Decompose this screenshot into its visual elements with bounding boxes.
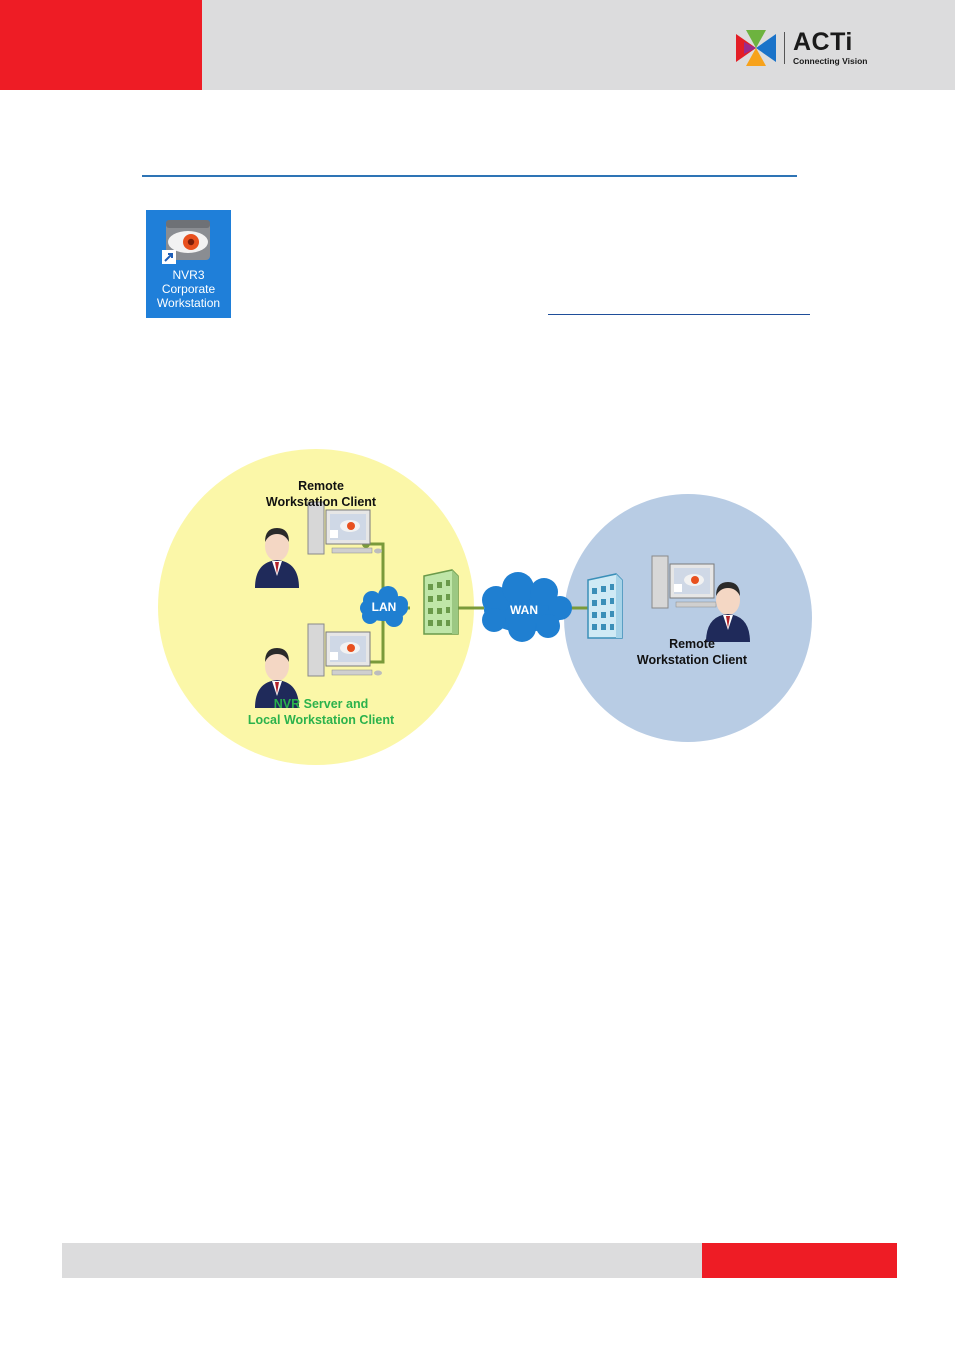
top-client-label: Remote Workstation Client (246, 478, 396, 510)
logo-wordmark: ACTi (793, 28, 853, 56)
lan-building-icon (423, 569, 459, 635)
network-diagram-graphic (158, 449, 812, 765)
header-red-block (0, 0, 202, 90)
remote-building-icon (587, 573, 623, 639)
label-line: Workstation Client (636, 653, 748, 667)
shortcut-label-line: NVR3 (172, 268, 205, 282)
network-diagram: Remote Workstation Client NVR Server and… (150, 448, 820, 768)
wan-label: WAN (510, 603, 538, 617)
server-label: NVR Server and Local Workstation Client (236, 696, 406, 728)
label-line: Local Workstation Client (247, 713, 395, 727)
shortcut-label: NVR3 Corporate Workstation (146, 268, 231, 310)
label-line: NVR Server and (273, 697, 369, 711)
remote-site-circle (564, 494, 812, 742)
remote-client-label: Remote Workstation Client (617, 636, 767, 668)
eye-app-icon (162, 220, 210, 264)
label-line: Workstation Client (265, 495, 377, 509)
wan-cloud (482, 572, 572, 642)
lan-site-circle (158, 449, 474, 765)
acti-logo-mark (736, 30, 776, 66)
label-line: Remote (669, 637, 715, 651)
heading-rule (142, 175, 797, 177)
footer-red-block (702, 1243, 897, 1278)
nvr-workstation-shortcut-icon[interactable]: NVR3 Corporate Workstation (146, 210, 231, 318)
logo-divider (784, 32, 785, 64)
shortcut-label-line: Workstation (156, 296, 221, 310)
lan-cloud (360, 586, 408, 627)
label-line: Remote (298, 479, 344, 493)
lan-label: LAN (371, 600, 397, 614)
footer-bar (62, 1243, 702, 1278)
logo-tagline: Connecting Vision (793, 56, 868, 66)
shortcut-label-line: Corporate (161, 282, 216, 296)
hyperlink-underline[interactable] (548, 314, 810, 315)
